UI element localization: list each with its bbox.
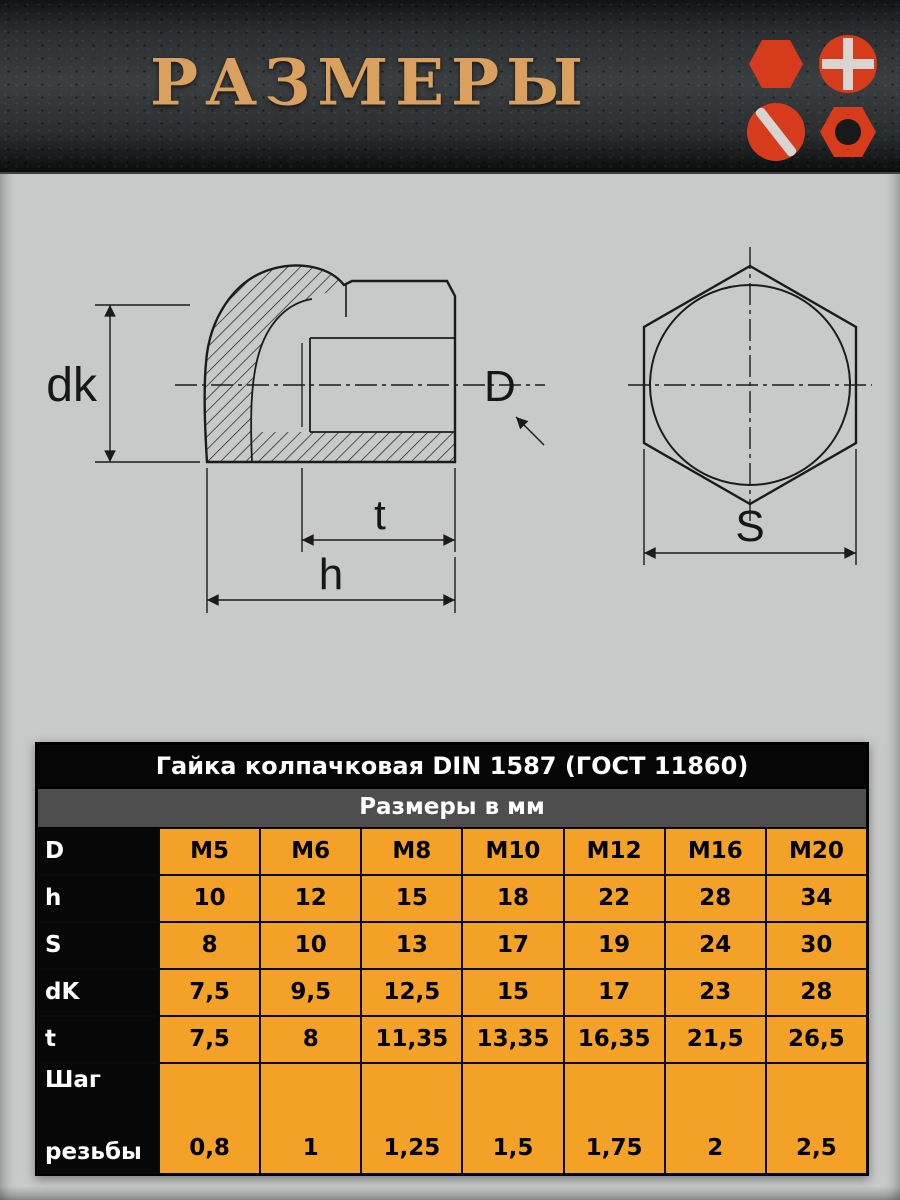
cell-t-6: 26,5 [765, 1016, 867, 1063]
cell-S-1: 10 [260, 922, 362, 969]
cell-dK-2: 12,5 [361, 969, 463, 1016]
cell-h-5: 28 [664, 875, 766, 922]
row-label-t: t [37, 1016, 159, 1063]
cell-dK-6: 28 [765, 969, 867, 1016]
cell-D-5: М16 [664, 828, 766, 875]
cell-t-5: 21,5 [664, 1016, 766, 1063]
cell-S-4: 19 [563, 922, 665, 969]
technical-drawing: dk D t h [0, 185, 900, 655]
cell-D-1: М6 [260, 828, 362, 875]
cell-dK-1: 9,5 [260, 969, 362, 1016]
cell-t-1: 8 [260, 1016, 362, 1063]
cell-pitch-6: 2,5 [765, 1063, 867, 1174]
cell-S-2: 13 [361, 922, 463, 969]
slotted-screw-head-icon [747, 103, 805, 161]
cell-pitch-3: 1,5 [462, 1063, 564, 1174]
cap-nut-top-view: S [628, 247, 872, 565]
table-subtitle: Размеры в мм [37, 788, 867, 828]
cell-pitch-5: 2 [664, 1063, 766, 1174]
cell-dK-4: 17 [563, 969, 665, 1016]
cell-h-0: 10 [159, 875, 261, 922]
cell-S-5: 24 [664, 922, 766, 969]
dimensions-table: Гайка колпачковая DIN 1587 (ГОСТ 11860) … [35, 742, 869, 1176]
fastener-icon-grid [744, 32, 880, 164]
phillips-screw-head-icon [819, 35, 877, 93]
dim-label-S: S [735, 502, 764, 551]
cell-S-3: 17 [462, 922, 564, 969]
row-label-D: D [37, 828, 159, 875]
cell-h-2: 15 [361, 875, 463, 922]
cell-pitch-0: 0,8 [159, 1063, 261, 1174]
cell-S-6: 30 [765, 922, 867, 969]
dim-label-dk: dk [46, 359, 98, 412]
cell-dK-0: 7,5 [159, 969, 261, 1016]
dim-label-D: D [484, 362, 516, 411]
cap-nut-side-view: dk D t h [46, 264, 545, 613]
cell-pitch-1: 1 [260, 1063, 362, 1174]
dim-label-h: h [319, 550, 343, 599]
cell-t-3: 13,35 [462, 1016, 564, 1063]
cell-D-4: М12 [563, 828, 665, 875]
page-title: РАЗМЕРЫ [149, 45, 591, 121]
row-label-h: h [37, 875, 159, 922]
cell-pitch-2: 1,25 [361, 1063, 463, 1174]
cell-t-4: 16,35 [563, 1016, 665, 1063]
cell-D-3: М10 [462, 828, 564, 875]
dim-label-t: t [374, 491, 386, 538]
cell-h-6: 34 [765, 875, 867, 922]
table-title: Гайка колпачковая DIN 1587 (ГОСТ 11860) [37, 744, 867, 788]
cell-dK-5: 23 [664, 969, 766, 1016]
cell-S-0: 8 [159, 922, 261, 969]
cell-D-0: М5 [159, 828, 261, 875]
row-label-S: S [37, 922, 159, 969]
cell-h-1: 12 [260, 875, 362, 922]
cell-h-3: 18 [462, 875, 564, 922]
cell-dK-3: 15 [462, 969, 564, 1016]
banner: РАЗМЕРЫ [0, 0, 900, 174]
row-label-dK: dK [37, 969, 159, 1016]
cell-h-4: 22 [563, 875, 665, 922]
cell-D-6: М20 [765, 828, 867, 875]
cell-pitch-4: 1,75 [563, 1063, 665, 1174]
cell-D-2: М8 [361, 828, 463, 875]
cell-t-2: 11,35 [361, 1016, 463, 1063]
hex-nut-icon [820, 107, 876, 157]
cell-t-0: 7,5 [159, 1016, 261, 1063]
hex-bolt-head-icon [749, 40, 803, 88]
